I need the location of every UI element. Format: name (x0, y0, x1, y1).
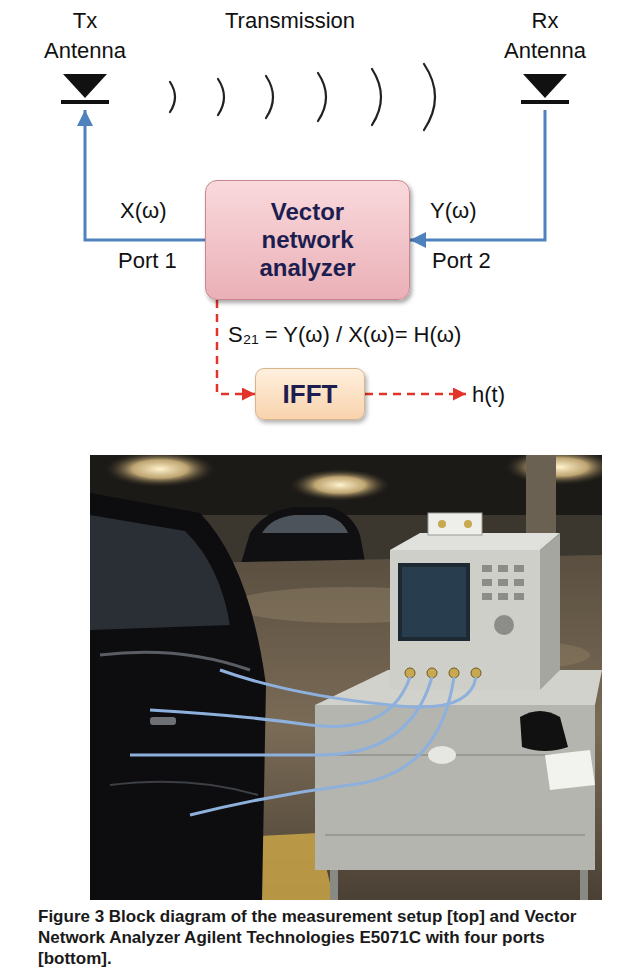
rf-cable-arrow (410, 110, 545, 240)
antenna-label: Tx Antenna (33, 6, 137, 66)
analyzer-box: Vector network analyzer (205, 180, 410, 300)
wave-arc (266, 76, 273, 118)
equation-label: S₂₁ = Y(ω) / X(ω)= H(ω) (228, 322, 461, 348)
analyzer-ports (405, 668, 481, 678)
figure-caption: Figure 3 Block diagram of the measuremen… (38, 906, 600, 969)
ifft-box: IFFT (255, 368, 365, 420)
table-leg (580, 870, 588, 900)
processing-arrow (365, 393, 466, 396)
node-label: h(t) (472, 381, 505, 409)
ceiling-light (290, 469, 390, 501)
mouse (428, 746, 456, 764)
rf-cable-arrow (85, 110, 205, 240)
photo-background (90, 455, 602, 900)
car-body (90, 493, 266, 900)
door-handle (150, 717, 176, 725)
wave-arc (170, 82, 175, 112)
analyzer-buttons (482, 565, 524, 635)
analyzer-front (390, 550, 540, 690)
antenna-symbol (493, 70, 597, 108)
antenna-triangle (63, 74, 107, 98)
analyzer-side (540, 533, 560, 690)
antenna-bar (61, 100, 109, 104)
output-signal: h(t) (466, 381, 507, 409)
car-reflection (100, 652, 250, 670)
tx-antenna: Tx Antenna (33, 6, 137, 110)
wave-arc (218, 79, 224, 115)
car-window (262, 515, 348, 533)
parked-car (240, 507, 366, 567)
kit-connector (464, 520, 472, 528)
case-seam (325, 834, 585, 836)
analyzer-top (390, 533, 560, 550)
equipment-photo (90, 455, 602, 900)
car-window (90, 515, 230, 630)
car-reflection (110, 782, 258, 795)
antenna-bar (521, 100, 569, 104)
calibration-kit (428, 513, 482, 535)
equipment-case (315, 705, 595, 870)
port-name: Port 2 (432, 248, 491, 274)
paper-sheet (545, 750, 595, 790)
signal-name: Y(ω) (430, 198, 477, 224)
wave-arc (318, 73, 326, 121)
section-label: Transmission (225, 8, 355, 34)
antenna-triangle (523, 74, 567, 98)
table-leg (330, 870, 338, 900)
kit-connector (438, 520, 446, 528)
signal-name: X(ω) (120, 198, 167, 224)
wave-arc (424, 64, 435, 130)
ceiling-light (105, 455, 215, 487)
analyzer-screen (398, 563, 470, 641)
node-label: IFFT (283, 379, 338, 409)
wave-arc (372, 69, 381, 125)
antenna-symbol (33, 70, 137, 108)
antenna-label: Rx Antenna (493, 6, 597, 66)
port-name: Port 1 (118, 248, 177, 274)
screen-glow (402, 567, 466, 637)
rx-antenna: Rx Antenna (493, 6, 597, 110)
bag (520, 711, 568, 751)
node-label: Vector network analyzer (224, 198, 391, 282)
radio-waves (170, 64, 435, 130)
rf-cables (130, 670, 476, 815)
